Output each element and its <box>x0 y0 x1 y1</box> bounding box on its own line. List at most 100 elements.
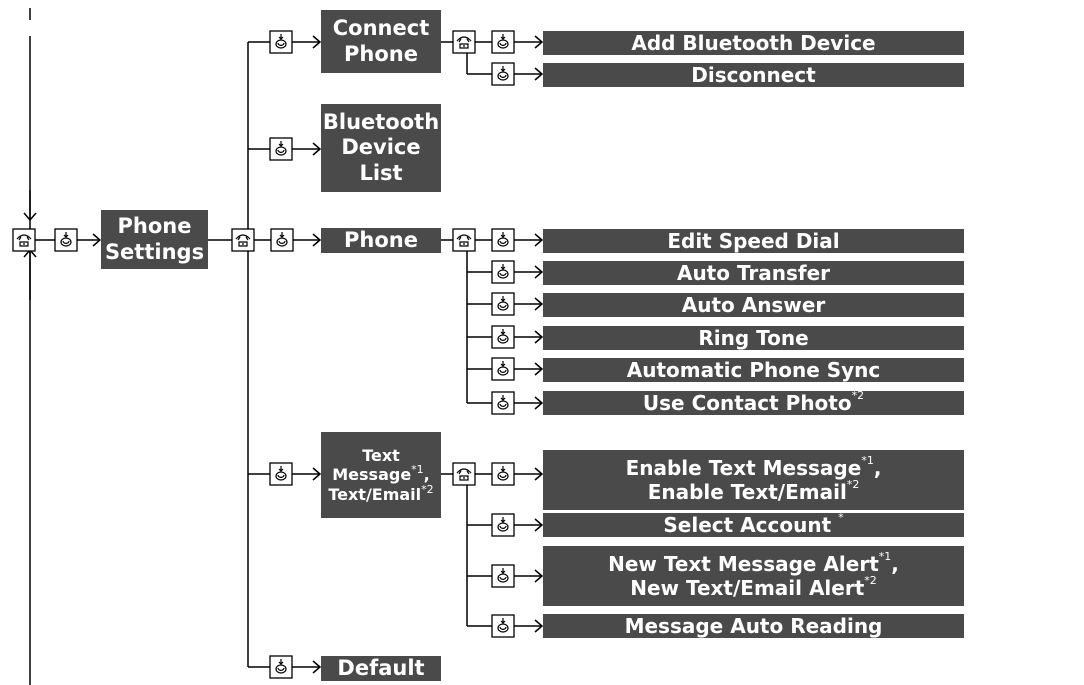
knob-press-icon <box>269 655 293 679</box>
arrow-head <box>534 330 544 344</box>
arrow-head <box>534 518 544 532</box>
arrow-head <box>534 362 544 376</box>
label-text: New Text Message Alert <box>608 551 879 576</box>
item-edit-speed-dial: Edit Speed Dial <box>543 229 964 253</box>
phone-icon <box>452 30 476 54</box>
box-text-line: Automatic Phone Sync <box>627 358 881 382</box>
knob-press-icon <box>491 513 515 537</box>
box-text-line: Default <box>337 656 424 682</box>
phone-icon <box>12 228 36 252</box>
box-text-line: Use Contact Photo*2 <box>643 388 865 415</box>
box-text-line: List <box>359 161 402 187</box>
box-text-line: Connect <box>333 16 429 42</box>
footnote-marker: *1 <box>861 453 874 467</box>
box-text-line: Phone <box>118 214 192 240</box>
box-text-line: Auto Answer <box>682 293 826 317</box>
arrow-head <box>312 467 322 481</box>
knob-press-icon <box>491 62 515 86</box>
label-text: Text/Email <box>328 484 422 504</box>
box-text-line: Edit Speed Dial <box>667 229 839 253</box>
footnote-marker: * <box>838 510 844 524</box>
label-text: List <box>359 160 403 185</box>
phone-icon <box>452 228 476 252</box>
knob-press-icon <box>491 391 515 415</box>
punctuation: , <box>891 551 899 576</box>
knob-press-icon <box>491 564 515 588</box>
punctuation: , <box>423 465 430 485</box>
box-text-line: Bluetooth <box>323 110 439 136</box>
box-text-line: Select Account * <box>663 510 844 537</box>
item-automatic-phone-sync: Automatic Phone Sync <box>543 358 964 382</box>
box-text-line: Ring Tone <box>698 326 808 350</box>
box-text-line: Enable Text Message*1, <box>625 453 882 480</box>
box-text-line: Phone <box>344 228 418 254</box>
label-text: Automatic Phone Sync <box>626 357 881 382</box>
box-text-line: Text <box>362 446 400 466</box>
footnote-marker: *2 <box>421 482 434 496</box>
label-text: New Text/Email Alert <box>630 576 865 600</box>
item-select-account: Select Account * <box>543 510 964 537</box>
box-text-line: Auto Transfer <box>677 261 830 285</box>
arrow-head <box>92 233 102 247</box>
knob-press-icon <box>269 462 293 486</box>
knob-press-icon <box>491 325 515 349</box>
label-text: Bluetooth <box>322 109 440 134</box>
item-enable-text: Enable Text Message*1,Enable Text/Email*… <box>543 450 964 510</box>
box-text-line: Message*1, <box>332 463 430 485</box>
label-text: Edit Speed Dial <box>667 228 840 253</box>
label-text: Enable Text/Email <box>647 480 847 504</box>
phone-icon <box>452 462 476 486</box>
label-text: Device <box>341 135 421 160</box>
knob-press-icon <box>491 292 515 316</box>
arrow-head <box>534 467 544 481</box>
knob-press-icon <box>491 462 515 486</box>
item-ring-tone: Ring Tone <box>543 326 964 350</box>
label-text: Ring Tone <box>698 325 809 350</box>
arrow-head <box>312 142 322 156</box>
item-auto-answer: Auto Answer <box>543 293 964 317</box>
label-text: Enable Text Message <box>625 455 862 480</box>
footnote-marker: *1 <box>878 549 892 563</box>
box-text-line: Settings <box>105 240 204 266</box>
arrow-head <box>312 35 322 49</box>
knob-press-icon <box>54 228 78 252</box>
arrow-head <box>534 569 544 583</box>
footnote-marker: *2 <box>846 478 860 491</box>
label-text: Text <box>362 445 400 465</box>
arrow-head <box>534 297 544 311</box>
box-text-line: Phone <box>344 42 418 68</box>
label-text: Add Bluetooth Device <box>631 30 876 55</box>
label-text: Select Account <box>663 512 839 537</box>
arrow-head <box>534 396 544 410</box>
label-text: Connect <box>332 15 430 40</box>
box-text-line: New Text/Email Alert*2 <box>630 574 877 600</box>
box-text-line: Enable Text/Email*2 <box>647 478 860 504</box>
box-text-line: Text/Email*2 <box>328 482 434 505</box>
box-text-line: Message Auto Reading <box>625 614 883 638</box>
arrow-head <box>534 35 544 49</box>
knob-press-icon <box>270 228 294 252</box>
item-message-auto-reading: Message Auto Reading <box>543 614 964 638</box>
knob-press-icon <box>491 614 515 638</box>
label-text: Message Auto Reading <box>624 613 883 638</box>
phone-icon <box>231 228 255 252</box>
arrow-head <box>23 212 37 222</box>
footnote-marker: *2 <box>864 574 877 587</box>
label-text: Message <box>332 465 412 485</box>
label-text: Auto Answer <box>681 292 826 317</box>
knob-press-icon <box>269 30 293 54</box>
box-text-line: Add Bluetooth Device <box>631 31 875 55</box>
knob-press-icon <box>491 260 515 284</box>
footnote-marker: *1 <box>411 463 424 477</box>
item-new-text-alert: New Text Message Alert*1, New Text/Email … <box>543 546 964 606</box>
item-use-contact-photo: Use Contact Photo*2 <box>543 388 964 415</box>
footnote-marker: *2 <box>851 388 865 402</box>
knob-press-icon <box>491 228 515 252</box>
box-text-line: Disconnect <box>691 63 815 87</box>
label-text: Disconnect <box>691 62 816 87</box>
